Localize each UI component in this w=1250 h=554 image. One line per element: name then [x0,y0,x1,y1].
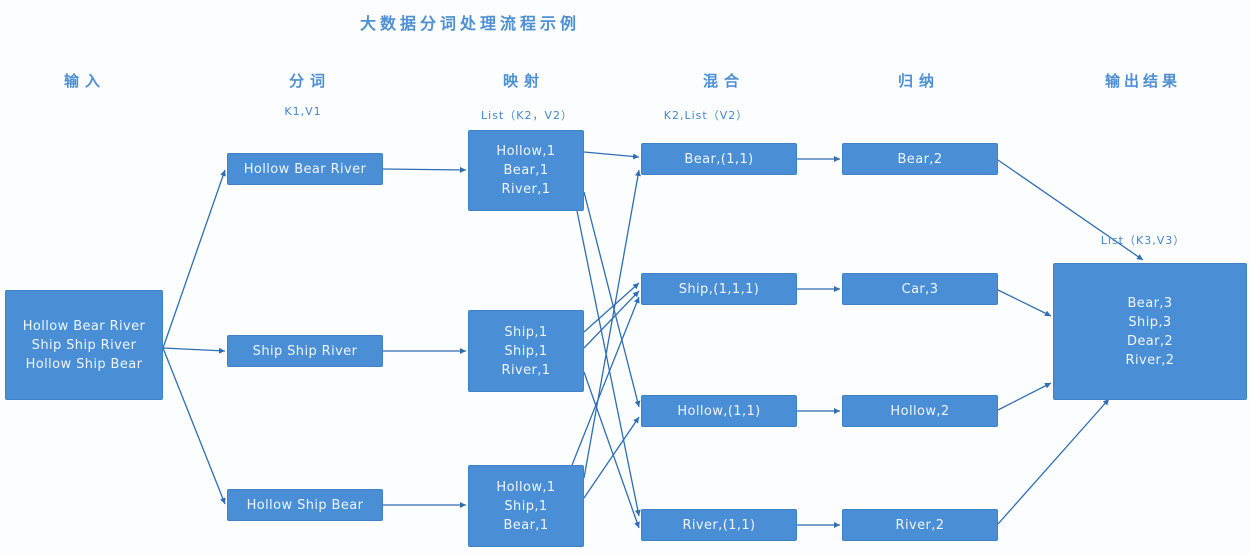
reduce-label: River,2 [895,517,945,533]
input-line: Hollow Bear River [22,318,146,334]
map-pair: Ship,1 [504,324,548,340]
shuffle-box-ship: Ship,(1,1,1) [641,273,797,305]
map-pair: Bear,1 [503,163,549,178]
reduce-label: Hollow,2 [890,403,950,419]
input-line: Ship Ship River [31,337,137,353]
shuffle-label: Hollow,(1,1) [677,403,761,419]
reduce-label: Car,3 [901,281,939,297]
output-box: Bear,3 Ship,3 Dear,2 River,2 [1053,263,1247,400]
connector-map2-to-ship-a [583,282,640,333]
column-header-map: 映射 [502,72,545,90]
connector-map1-to-hollow [583,191,641,408]
column-header-reduce: 归纳 [897,72,940,90]
segment-box-3: Hollow Ship Bear [227,489,383,521]
map-pair: River,1 [501,182,551,197]
reduce-box-river: River,2 [842,509,998,541]
connector-map3-to-ship [571,296,640,466]
connector-map1-to-bear [583,151,640,160]
column-header-input: 输入 [63,72,106,90]
map-box-1: Hollow,1 Bear,1 River,1 [468,130,584,211]
connector-map3-to-bear [583,169,641,479]
output-line: Bear,3 [1127,295,1173,311]
connector-input-to-segment-2 [162,347,226,354]
sublabel-list-k2v2: List（K2，V2） [481,109,573,122]
connector-input-to-segment-1 [162,169,226,349]
sublabel-k1v1: K1,V1 [284,105,322,118]
output-line: Ship,3 [1128,314,1172,330]
output-line: River,2 [1125,352,1175,368]
reduce-box-bear: Bear,2 [842,143,998,175]
reduce-box-hollow: Hollow,2 [842,395,998,427]
column-header-shuffle: 混合 [702,72,745,90]
map-box-2: Ship,1 Ship,1 River,1 [468,310,584,392]
reduce-label: Bear,2 [897,151,943,167]
map-box-3: Hollow,1 Ship,1 Bear,1 [468,465,584,547]
connector-reduce1-to-output [997,159,1144,261]
connector-map3-to-hollow [583,416,640,499]
sublabel-list-k3v3: List（K3,V3） [1100,234,1186,247]
segment-label: Hollow Bear River [243,161,367,177]
shuffle-label: River,(1,1) [682,517,756,533]
input-box: Hollow Bear River Ship Ship River Hollow… [5,290,163,400]
sublabel-k2-listv2: K2,List（V2） [663,109,749,122]
segment-label: Hollow Ship Bear [246,497,364,513]
connector-reduce2-to-output [997,289,1052,317]
connector-map1-to-river [576,210,641,517]
connector-reduce3-to-output [997,382,1052,411]
connector-segment1-to-map1 [382,166,467,173]
map-pair: River,1 [501,362,551,378]
segment-label: Ship Ship River [252,343,358,359]
input-line: Hollow Ship Bear [25,356,143,372]
shuffle-box-hollow: Hollow,(1,1) [641,395,797,427]
connector-map2-to-ship-b [583,290,640,349]
map-pair: Hollow,1 [496,479,556,495]
shuffle-box-bear: Bear,(1,1) [641,143,797,175]
connector-map2-to-river [583,371,640,529]
output-line: Dear,2 [1126,333,1174,349]
reduce-box-car: Car,3 [842,273,998,305]
column-header-segment: 分词 [288,72,331,90]
connector-reduce4-to-output [997,398,1110,525]
map-pair: Hollow,1 [496,144,556,159]
map-pair: Bear,1 [503,517,549,533]
shuffle-label: Bear,(1,1) [684,151,754,167]
shuffle-label: Ship,(1,1,1) [678,281,760,297]
shuffle-box-river: River,(1,1) [641,509,797,541]
segment-box-1: Hollow Bear River [227,153,383,185]
segment-box-2: Ship Ship River [227,335,383,367]
diagram-title: 大数据分词处理流程示例 [359,14,580,33]
map-pair: Ship,1 [504,343,548,359]
connector-input-to-segment-3 [162,347,226,505]
column-header-output: 输出结果 [1104,72,1181,90]
map-pair: Ship,1 [504,498,548,514]
